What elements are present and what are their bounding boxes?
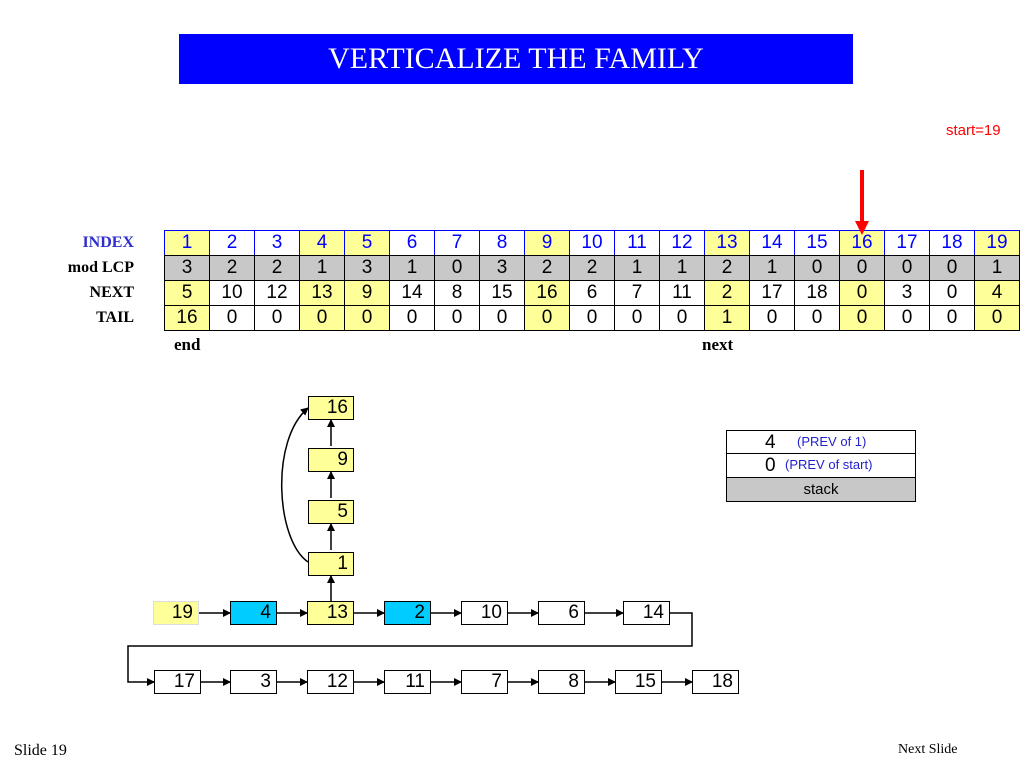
stack-row-2: 0 (PREV of start) <box>726 454 916 478</box>
next-label: next <box>702 335 734 354</box>
cell-next-10: 6 <box>569 280 615 306</box>
chain-node-1: 1 <box>308 552 354 576</box>
cell-index-3: 3 <box>254 230 300 256</box>
cell-tail-2: 0 <box>209 305 255 331</box>
cell-lcp-19: 1 <box>974 255 1020 281</box>
cell-index-11: 11 <box>614 230 660 256</box>
chain-node-7: 7 <box>461 670 508 694</box>
cell-tail-19: 0 <box>974 305 1020 331</box>
row-label-tail: TAIL <box>96 309 134 326</box>
cell-tail-5: 0 <box>344 305 390 331</box>
chain-node-15: 15 <box>615 670 662 694</box>
cell-next-4: 13 <box>299 280 345 306</box>
cell-tail-14: 0 <box>749 305 795 331</box>
cell-tail-3: 0 <box>254 305 300 331</box>
cell-index-4: 4 <box>299 230 345 256</box>
chain-node-17: 17 <box>154 670 201 694</box>
cell-tail-13: 1 <box>704 305 750 331</box>
arrow-14-wrap <box>127 612 693 686</box>
arrow-1-to-16-curve <box>281 407 309 563</box>
cell-index-6: 6 <box>389 230 435 256</box>
start-label: start=19 <box>946 122 1001 139</box>
cell-next-6: 14 <box>389 280 435 306</box>
cell-next-3: 12 <box>254 280 300 306</box>
chain-node-10: 10 <box>461 601 508 625</box>
cell-next-5: 9 <box>344 280 390 306</box>
cell-tail-9: 0 <box>524 305 570 331</box>
cell-tail-4: 0 <box>299 305 345 331</box>
cell-lcp-2: 2 <box>209 255 255 281</box>
row-label-next: NEXT <box>89 284 134 301</box>
chain-node-12: 12 <box>307 670 354 694</box>
cell-tail-6: 0 <box>389 305 435 331</box>
next-slide-link[interactable]: Next Slide <box>898 742 958 757</box>
cell-lcp-11: 1 <box>614 255 660 281</box>
cell-tail-11: 0 <box>614 305 660 331</box>
chain-node-16: 16 <box>308 396 354 420</box>
stack-value-1: 4 <box>765 432 776 453</box>
chain-node-11: 11 <box>384 670 431 694</box>
cell-next-11: 7 <box>614 280 660 306</box>
cell-index-15: 15 <box>794 230 840 256</box>
row-label-index: INDEX <box>82 234 134 251</box>
stack-note-1: (PREV of 1) <box>797 434 867 449</box>
chain-node-8: 8 <box>538 670 585 694</box>
cell-index-19: 19 <box>974 230 1020 256</box>
chain-node-2: 2 <box>384 601 431 625</box>
cell-lcp-12: 1 <box>659 255 705 281</box>
cell-next-13: 2 <box>704 280 750 306</box>
cell-next-18: 0 <box>929 280 975 306</box>
chain-node-9: 9 <box>308 448 354 472</box>
stack-label: stack <box>726 478 916 502</box>
chain-node-18: 18 <box>692 670 739 694</box>
chain-node-19: 19 <box>153 601 199 625</box>
stack-note-2: (PREV of start) <box>785 457 873 472</box>
cell-tail-7: 0 <box>434 305 480 331</box>
stack-value-2: 0 <box>765 455 776 476</box>
cell-tail-17: 0 <box>884 305 930 331</box>
cell-tail-1: 16 <box>164 305 210 331</box>
chain-node-4: 4 <box>230 601 277 625</box>
slide-number: Slide 19 <box>14 742 67 759</box>
cell-next-1: 5 <box>164 280 210 306</box>
chain-node-14: 14 <box>623 601 670 625</box>
cell-next-9: 16 <box>524 280 570 306</box>
stack-box: 4 (PREV of 1) 0 (PREV of start) stack <box>726 430 916 502</box>
chain-node-6: 6 <box>538 601 585 625</box>
row-label-mod-lcp: mod LCP <box>67 259 134 276</box>
cell-index-17: 17 <box>884 230 930 256</box>
end-label: end <box>174 335 201 354</box>
cell-lcp-14: 1 <box>749 255 795 281</box>
slide-title: VERTICALIZE THE FAMILY <box>179 34 853 84</box>
cell-lcp-1: 3 <box>164 255 210 281</box>
cell-tail-16: 0 <box>839 305 885 331</box>
cell-next-14: 17 <box>749 280 795 306</box>
chain-node-5: 5 <box>308 500 354 524</box>
chain-node-3: 3 <box>230 670 277 694</box>
cell-tail-18: 0 <box>929 305 975 331</box>
stack-row-1: 4 (PREV of 1) <box>726 430 916 454</box>
cell-next-15: 18 <box>794 280 840 306</box>
cell-next-12: 11 <box>659 280 705 306</box>
chain-node-13: 13 <box>307 601 354 625</box>
